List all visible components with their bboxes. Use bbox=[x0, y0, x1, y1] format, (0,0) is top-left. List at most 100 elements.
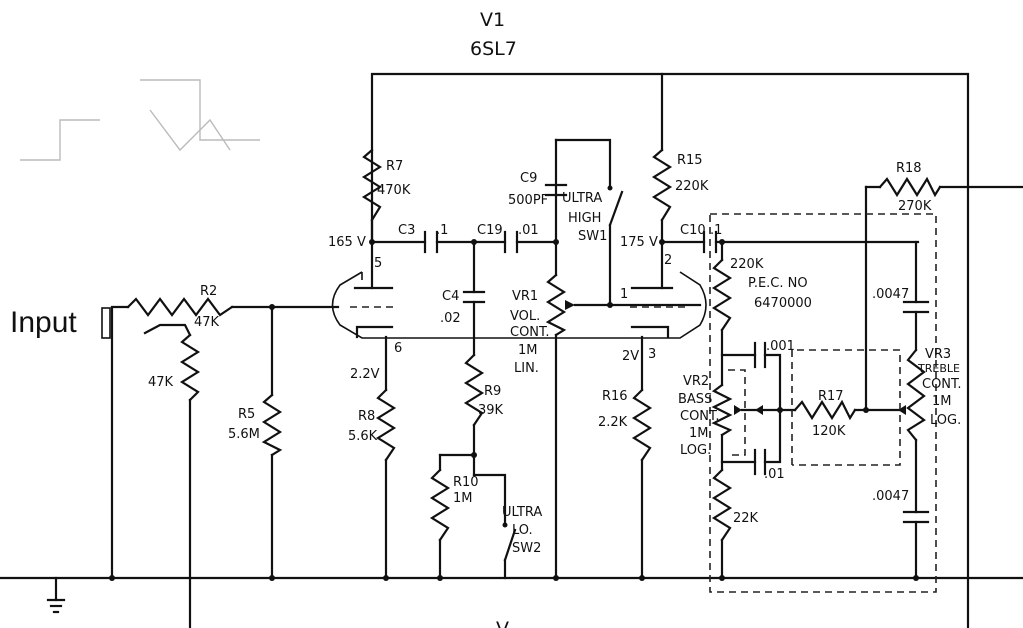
resistor-r5 bbox=[261, 393, 283, 457]
resistor-r9 bbox=[463, 353, 485, 427]
pin-1: 1 bbox=[620, 287, 628, 302]
r10-value: 1M bbox=[453, 491, 473, 506]
tube-type: 6SL7 bbox=[470, 38, 517, 60]
r2-name: R2 bbox=[200, 284, 217, 299]
vr2-l2: CONT. bbox=[680, 409, 720, 424]
resistor-r16 bbox=[631, 388, 653, 462]
r5-value: 5.6M bbox=[228, 427, 260, 442]
sw1-l2: HIGH bbox=[568, 211, 601, 226]
c4-name: C4 bbox=[442, 289, 459, 304]
vr3-l1: TREBLE bbox=[917, 362, 960, 375]
c-0047a-value: .0047 bbox=[872, 287, 909, 302]
pin-6: 6 bbox=[394, 341, 402, 356]
r7-name: R7 bbox=[386, 159, 403, 174]
voltage-175: 175 V bbox=[620, 235, 658, 250]
r9-value: 39K bbox=[478, 403, 504, 418]
ground-icon bbox=[46, 598, 66, 614]
pot-vr1 bbox=[545, 273, 567, 337]
r15-name: R15 bbox=[677, 153, 703, 168]
r10-name: R10 bbox=[453, 475, 479, 490]
r17-name: R17 bbox=[818, 389, 844, 404]
sw1-l3: SW1 bbox=[578, 229, 607, 244]
voltage-2: 2V bbox=[622, 349, 639, 364]
capacitors bbox=[423, 183, 930, 524]
vr3-l4: LOG. bbox=[930, 413, 961, 428]
c3-value: .1 bbox=[436, 223, 448, 238]
r5-name: R5 bbox=[238, 407, 255, 422]
resistor-r10 bbox=[429, 468, 451, 542]
pot-vr3 bbox=[906, 348, 926, 442]
switches bbox=[502, 185, 624, 562]
resistor-r-220k bbox=[711, 258, 733, 332]
r15-value: 220K bbox=[675, 179, 709, 194]
bottom-partial-label: V bbox=[496, 618, 509, 628]
c-001-value: .001 bbox=[766, 339, 795, 354]
vr3-l3: 1M bbox=[932, 394, 952, 409]
tone-stack-enclosure bbox=[709, 213, 937, 593]
resistors bbox=[126, 148, 942, 542]
c-0047b-value: .0047 bbox=[872, 489, 909, 504]
voltage-165: 165 V bbox=[328, 235, 366, 250]
r17-value: 120K bbox=[812, 424, 846, 439]
resistor-r2 bbox=[126, 297, 234, 317]
vr1-l3: 1M bbox=[518, 343, 538, 358]
c10-name: C10 bbox=[680, 223, 706, 238]
resistor-r15 bbox=[651, 148, 673, 222]
r16-name: R16 bbox=[602, 389, 628, 404]
resistor-r-22k bbox=[711, 468, 733, 542]
bleed-through-lines bbox=[20, 79, 260, 161]
r18-value: 270K bbox=[898, 199, 932, 214]
labels: V1 6SL7 Input R2 47K 47K R5 5.6M R7 470K… bbox=[10, 9, 962, 628]
vr1-l1: VOL. bbox=[510, 309, 540, 324]
junction-dots bbox=[109, 239, 919, 581]
pin-3: 3 bbox=[648, 347, 656, 362]
c19-value: .01 bbox=[518, 223, 539, 238]
resistor-r18 bbox=[878, 176, 942, 198]
input-label: Input bbox=[10, 306, 77, 339]
pec-l1: P.E.C. NO bbox=[748, 276, 808, 291]
c4-value: .02 bbox=[440, 311, 461, 326]
r9-name: R9 bbox=[484, 384, 501, 399]
input-jack[interactable] bbox=[101, 307, 111, 339]
r16-value: 2.2K bbox=[598, 415, 628, 430]
vr2-l3: 1M bbox=[689, 426, 709, 441]
c9-name: C9 bbox=[520, 171, 537, 186]
r18-name: R18 bbox=[896, 161, 922, 176]
pin-5: 5 bbox=[374, 256, 382, 271]
c-01-value: .01 bbox=[764, 467, 785, 482]
vr1-l4: LIN. bbox=[514, 361, 539, 376]
circuit-wires bbox=[0, 72, 1023, 628]
sw2-l3: SW2 bbox=[512, 541, 541, 556]
resistor-r-in bbox=[179, 333, 201, 402]
vr2-l1: BASS bbox=[678, 392, 712, 407]
c9-value: 500PF bbox=[508, 193, 548, 208]
r8-name: R8 bbox=[358, 409, 375, 424]
tube-name: V1 bbox=[480, 9, 505, 31]
tube-v1 bbox=[331, 271, 707, 339]
resistor-r7 bbox=[361, 148, 383, 222]
resistor-r8 bbox=[375, 388, 397, 462]
sw2-l1: ULTRA bbox=[502, 505, 542, 520]
vr1-name: VR1 bbox=[512, 289, 538, 304]
vr1-l2: CONT. bbox=[510, 325, 550, 340]
sw2-l2: LO. bbox=[512, 523, 533, 538]
pot-vr2 bbox=[711, 383, 733, 437]
r8-value: 5.6K bbox=[348, 429, 378, 444]
pec-l2: 6470000 bbox=[754, 296, 812, 311]
r7-value: 470K bbox=[377, 183, 411, 198]
sw1-l1: ULTRA bbox=[562, 191, 602, 206]
c3-name: C3 bbox=[398, 223, 415, 238]
vr3-l2: CONT. bbox=[922, 377, 962, 392]
vr3-name: VR3 bbox=[925, 347, 951, 362]
c19-name: C19 bbox=[477, 223, 503, 238]
pin-2: 2 bbox=[664, 253, 672, 268]
resistor-r17 bbox=[793, 399, 857, 421]
c10-value: .1 bbox=[710, 223, 722, 238]
r-in-value: 47K bbox=[148, 375, 174, 390]
vr2-l4: LOG. bbox=[680, 443, 711, 458]
r2-value: 47K bbox=[194, 315, 220, 330]
r-220k-value: 220K bbox=[730, 257, 764, 272]
vr2-name: VR2 bbox=[683, 374, 709, 389]
voltage-2-2: 2.2V bbox=[350, 367, 380, 382]
